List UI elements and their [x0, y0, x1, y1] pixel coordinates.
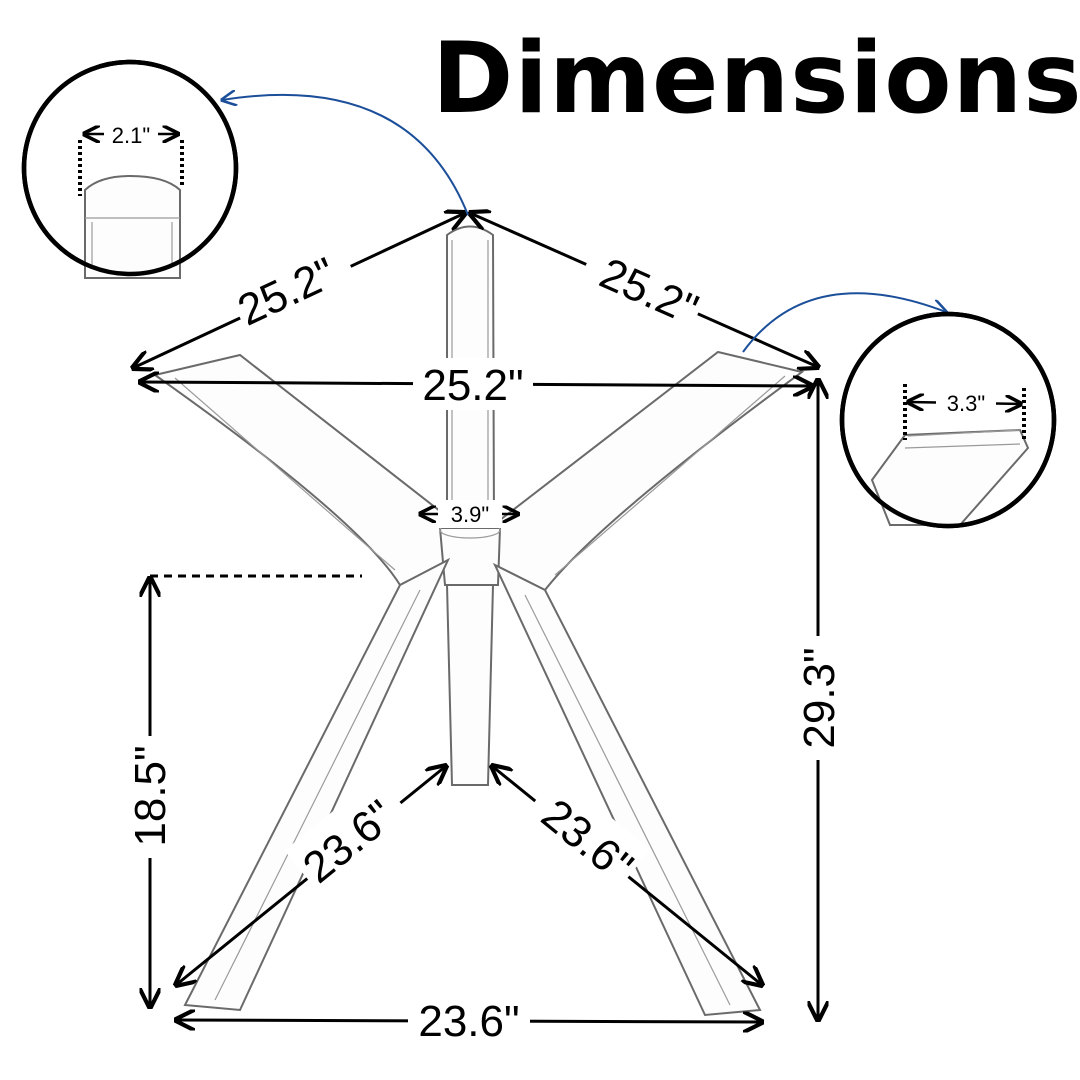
- label-bottom-span: 23.6": [418, 997, 519, 1046]
- callout-curve-left: [222, 95, 469, 216]
- left-upper-leg: [152, 353, 452, 587]
- label-leg-height: 18.5": [126, 745, 175, 846]
- detail-circle-right: 3.3": [839, 311, 1057, 529]
- label-detail-right: 3.3": [947, 391, 985, 416]
- right-lower-leg: [492, 562, 762, 1017]
- label-detail-left: 2.1": [112, 123, 150, 148]
- label-top-span: 25.2": [422, 361, 523, 410]
- left-lower-leg: [183, 557, 451, 1012]
- callout-curve-right: [742, 292, 946, 353]
- page-title: Dimensions: [432, 22, 1080, 136]
- center-hub: [438, 527, 502, 586]
- detail-circle-left: 2.1": [21, 59, 239, 279]
- label-center-width: 3.9": [451, 502, 489, 527]
- front-center-leg: [445, 584, 495, 786]
- label-total-height: 29.3": [795, 647, 844, 748]
- table-base-sketch: [152, 225, 805, 1017]
- right-upper-leg: [493, 350, 805, 592]
